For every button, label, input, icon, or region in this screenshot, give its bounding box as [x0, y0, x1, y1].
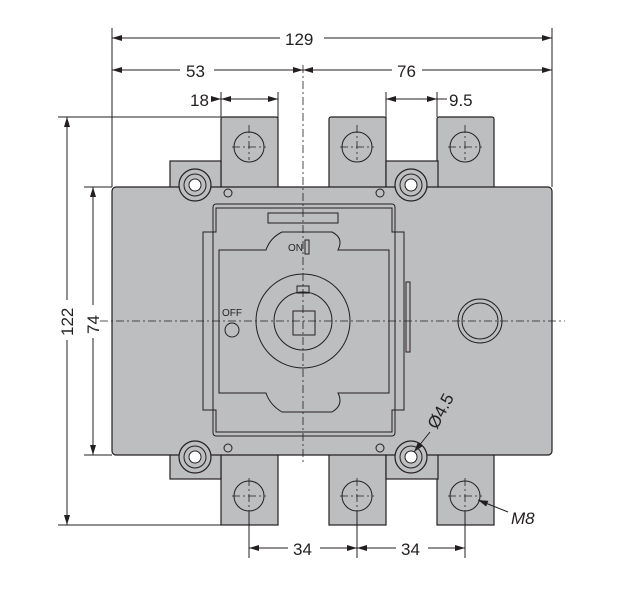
dim-terminal-gap: 9.5: [449, 91, 473, 110]
dim-left-to-axis: 53: [186, 62, 205, 81]
terminal-holes: [233, 131, 481, 512]
dim-bolt-size: M8: [511, 509, 535, 528]
dim-body-height: 74: [84, 315, 103, 334]
screws: [223, 188, 385, 453]
on-label: ON: [288, 243, 303, 254]
dimensions: 129 53 76 18 9.5 122 74 34: [58, 28, 553, 559]
dim-pitch-1: 34: [293, 540, 312, 559]
dim-terminal-width: 18: [190, 91, 209, 110]
off-label: OFF: [222, 308, 242, 319]
center-lines: [100, 65, 565, 515]
dim-pitch-2: 34: [401, 540, 420, 559]
dim-axis-to-right: 76: [397, 62, 416, 81]
top-terminals: [220, 116, 495, 190]
dim-overall-width: 129: [285, 30, 313, 49]
dim-overall-height: 122: [58, 308, 77, 336]
